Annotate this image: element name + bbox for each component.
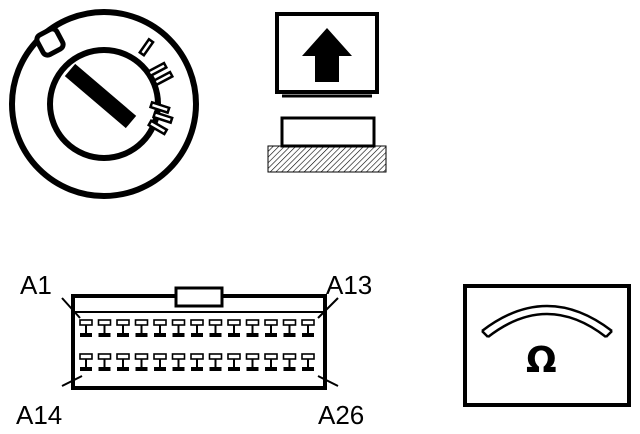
connector-pin: [190, 319, 204, 337]
up-arrow-icon: [267, 12, 387, 173]
pin-label-a14: A14: [16, 400, 63, 430]
connector-pin: [79, 353, 93, 371]
connector-pin: [301, 353, 315, 371]
connector-pin: [134, 319, 149, 337]
connector-pin: [208, 319, 223, 337]
connector-pin: [208, 353, 223, 371]
connector-pin: [171, 353, 186, 371]
connector-pin: [97, 353, 112, 371]
connector-pin: [264, 319, 278, 337]
connector-pin: [116, 319, 130, 337]
connector-pin: [245, 353, 260, 371]
ohm-symbol: Ω: [526, 340, 557, 381]
connector-pin: [227, 353, 241, 371]
connector-pin: [282, 353, 297, 371]
connector-pin: [97, 319, 112, 337]
connector-pin: [116, 353, 130, 371]
connector-pin: [153, 353, 167, 371]
connector-pin: [245, 319, 260, 337]
pin-label-a26: A26: [318, 400, 365, 430]
pin-label-a1: A1: [20, 270, 52, 300]
connector-pin: [79, 319, 93, 337]
connector-pin: [171, 319, 186, 337]
connector-icon: [61, 286, 339, 390]
connector-pin: [190, 353, 204, 371]
pin-label-a13: A13: [326, 270, 373, 300]
ignition-key-switch-icon: [9, 9, 199, 199]
ohmmeter-icon: [463, 284, 631, 407]
ohmmeter-diagram: Ω: [462, 283, 632, 408]
ignition-switch: [0, 0, 210, 200]
connector-pin: [134, 353, 149, 371]
connector-pin: [282, 319, 297, 337]
connector-pin: [301, 319, 315, 337]
connector-diagram: A1 A13 A14 A26: [0, 260, 400, 434]
connector-pin: [227, 319, 241, 337]
push-button-diagram: [262, 10, 392, 180]
connector-pin: [264, 353, 278, 371]
connector-pin: [153, 319, 167, 337]
